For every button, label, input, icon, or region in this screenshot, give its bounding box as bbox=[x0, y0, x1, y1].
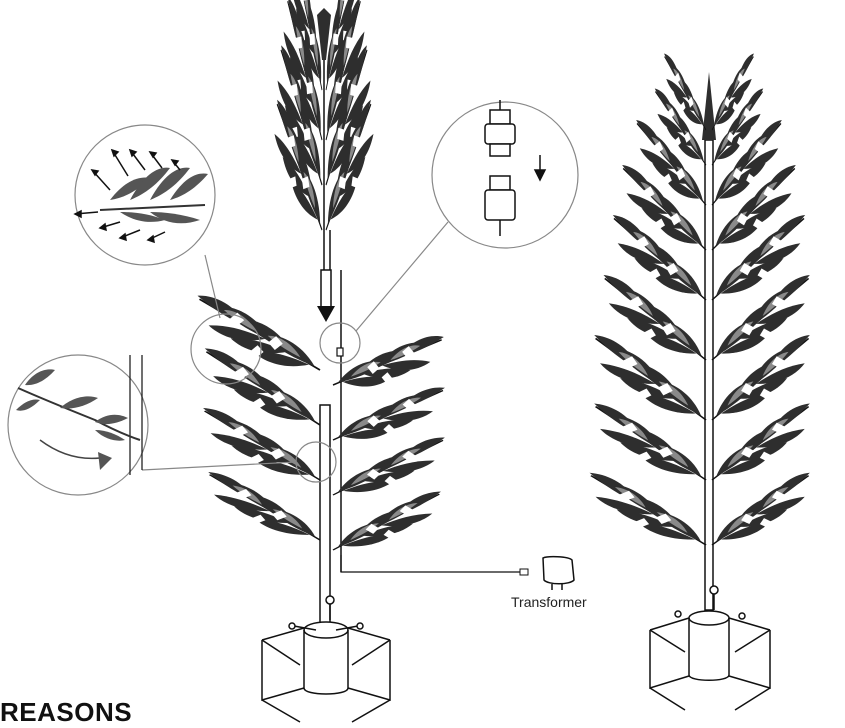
tree-top-section bbox=[256, 0, 393, 310]
left-tree bbox=[8, 0, 578, 722]
lower-branches-left bbox=[189, 295, 339, 540]
section-heading: REASONS bbox=[0, 697, 132, 728]
right-tree bbox=[571, 53, 826, 710]
tree-pole bbox=[320, 405, 330, 625]
tree-pole bbox=[705, 140, 713, 610]
lower-branches-right bbox=[324, 327, 450, 550]
arrow-down-icon bbox=[317, 306, 335, 322]
plug-icon bbox=[520, 557, 574, 590]
transformer-label: Transformer bbox=[511, 594, 587, 610]
